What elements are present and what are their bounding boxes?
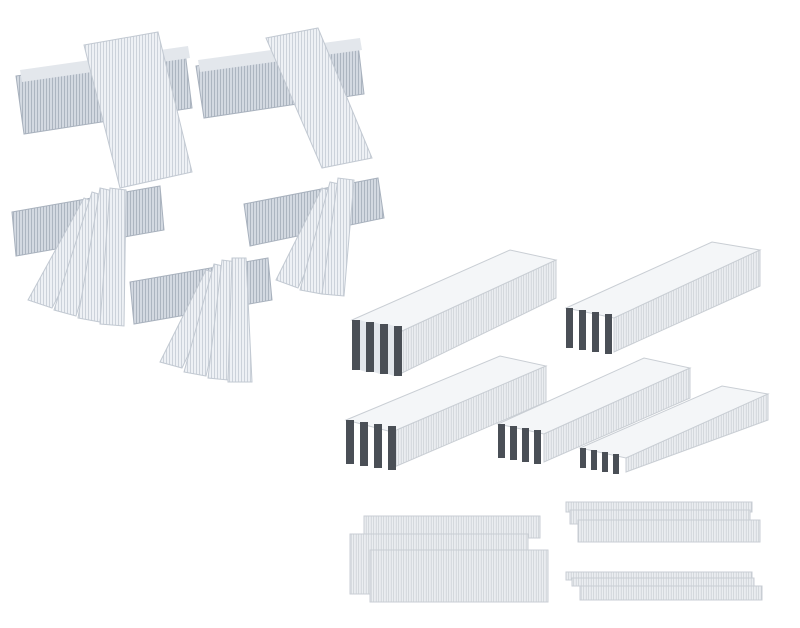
brad-strip-bundle-1	[15, 31, 193, 189]
staple-stick-group-1	[350, 249, 558, 376]
brad-strip-fan-2	[243, 177, 385, 297]
brad-strip-fan-1	[11, 185, 165, 327]
staple-stick-group-5	[578, 385, 770, 474]
staple-stack-flat-1	[349, 515, 549, 603]
brad-strip-fan-3	[129, 257, 273, 383]
staple-stick-group-2	[564, 241, 762, 354]
staple-stick-group-3	[344, 355, 548, 470]
brad-strip-bundle-2	[195, 27, 373, 169]
staple-stick-group-4	[496, 357, 692, 464]
staple-stack-flat-2	[565, 501, 763, 601]
